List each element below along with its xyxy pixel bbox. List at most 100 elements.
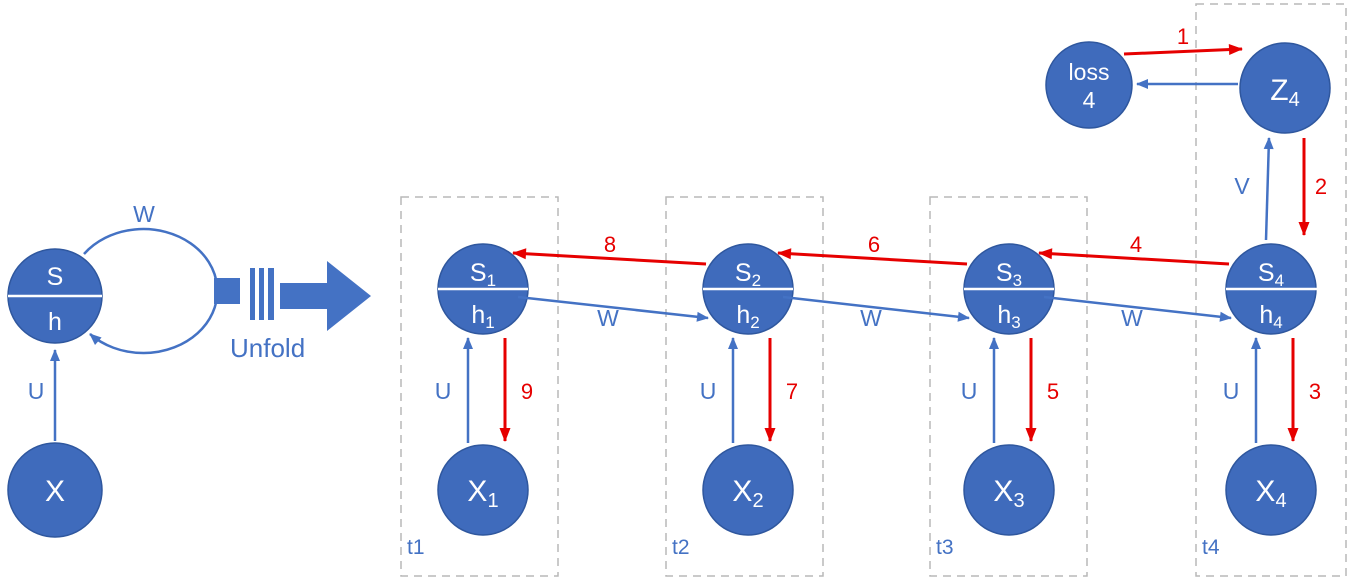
z4-main: Z (1270, 74, 1288, 107)
s2-main: S (735, 259, 752, 287)
s4-main: S (1258, 259, 1275, 287)
node-s4-top-label: S4 (1258, 259, 1284, 290)
output-loss-group: 1 Z4 loss 4 (1045, 24, 1331, 134)
x1-sub: 1 (487, 490, 498, 512)
label-v-t4: V (1234, 173, 1250, 199)
arrow-back-8 (512, 248, 707, 266)
node-x2-label: X2 (732, 475, 763, 512)
arrow-w-s3-s4 (1043, 295, 1232, 322)
timestep-t1: t1 U 9 S1 h1 X1 (400, 196, 559, 577)
arrow-back-1 (1123, 44, 1243, 56)
s3-main: S (996, 259, 1013, 287)
timestep-box-t3 (929, 196, 1088, 577)
s3-sub: 3 (1013, 271, 1022, 290)
node-s3-bottom-label: h3 (997, 301, 1020, 332)
node-x3 (963, 444, 1055, 536)
h3-sub: 3 (1011, 313, 1020, 332)
label-w-folded: W (133, 201, 155, 227)
label-u-folded: U (28, 378, 45, 404)
h4-sub: 4 (1273, 313, 1282, 332)
s4-sub: 4 (1275, 271, 1284, 290)
node-s2-top-label: S2 (735, 259, 761, 290)
label-back-9: 9 (521, 379, 533, 404)
state-square-icon (214, 278, 240, 304)
arrow-w-s2-s3 (782, 295, 970, 322)
x3-sub: 3 (1013, 490, 1024, 512)
h1-sub: 1 (485, 313, 494, 332)
z4-sub: 4 (1289, 89, 1300, 111)
s1-sub: 1 (487, 271, 496, 290)
label-w-s3-s4: W (1121, 305, 1143, 331)
node-loss4 (1045, 41, 1133, 129)
h4-main: h (1259, 301, 1273, 329)
label-w-s1-s2: W (597, 305, 619, 331)
x4-sub: 4 (1275, 490, 1286, 512)
node-s-folded-bottom-label: h (48, 308, 62, 336)
node-x2 (702, 444, 794, 536)
arrow-back-6 (777, 248, 968, 266)
node-x1 (437, 444, 529, 536)
timestep-label-t1: t1 (407, 536, 425, 559)
node-x1-label: X1 (467, 475, 498, 512)
arrow-v-t4 (1263, 137, 1274, 241)
node-s1-top-label: S1 (470, 259, 496, 290)
label-back-4: 4 (1130, 232, 1142, 257)
timestep-box-t1 (400, 196, 559, 577)
timestep-t2: t2 U 7 S2 h2 X2 (665, 196, 824, 577)
label-u-t3: U (961, 378, 978, 404)
unfold-big-arrow-icon (280, 261, 371, 331)
label-u-t2: U (700, 378, 717, 404)
label-w-s2-s3: W (860, 305, 882, 331)
label-back-3: 3 (1309, 379, 1321, 404)
node-s2-bottom-label: h2 (736, 301, 759, 332)
timestep-box-t4 (1195, 3, 1347, 577)
arrow-back-4 (1038, 248, 1230, 266)
timestep-label-t3: t3 (936, 536, 954, 559)
node-z4 (1239, 42, 1331, 134)
label-back-1: 1 (1177, 24, 1189, 49)
h2-main: h (736, 301, 750, 329)
timestep-label-t2: t2 (672, 536, 690, 559)
label-u-t1: U (435, 378, 452, 404)
timestep-box-t2 (665, 196, 824, 577)
x4-main: X (1255, 475, 1275, 508)
node-s3-top-label: S3 (996, 259, 1022, 290)
unfold-bar-icon (259, 268, 264, 320)
folded-rnn-group: W U S h X Unfold (7, 201, 371, 538)
unfold-bar-icon (250, 268, 255, 320)
node-s1-bottom-label: h1 (471, 301, 494, 332)
label-back-7: 7 (786, 379, 798, 404)
timestep-t4: t4 U 3 V 2 S4 h4 X4 (1195, 3, 1347, 577)
node-x4-label: X4 (1255, 475, 1286, 512)
h3-main: h (997, 301, 1011, 329)
label-back-6: 6 (868, 232, 880, 257)
label-back-8: 8 (604, 232, 616, 257)
state-links: W 8 W 6 W 4 (512, 232, 1232, 331)
s2-sub: 2 (752, 271, 761, 290)
node-s-folded-top-label: S (47, 263, 64, 291)
h1-main: h (471, 301, 485, 329)
x3-main: X (993, 475, 1013, 508)
node-loss4-line1: loss (1069, 59, 1110, 85)
unfold-label: Unfold (230, 333, 305, 363)
x2-main: X (732, 475, 752, 508)
node-loss4-line2: 4 (1083, 87, 1096, 113)
node-z4-label: Z4 (1270, 74, 1299, 111)
s1-main: S (470, 259, 487, 287)
label-back-5: 5 (1047, 379, 1059, 404)
x2-sub: 2 (752, 490, 763, 512)
unfold-bar-icon (268, 268, 274, 320)
x1-main: X (467, 475, 487, 508)
node-x-folded (7, 442, 103, 538)
timestep-label-t4: t4 (1202, 536, 1220, 559)
timestep-t3: t3 U 5 S3 h3 X3 (929, 196, 1088, 577)
node-x4 (1225, 444, 1317, 536)
h2-sub: 2 (750, 313, 759, 332)
label-u-t4: U (1223, 378, 1240, 404)
label-back-2: 2 (1315, 174, 1327, 199)
arrow-w-s1-s2 (517, 295, 709, 322)
recurrent-w-loop-arrow (83, 227, 219, 355)
node-x3-label: X3 (993, 475, 1024, 512)
